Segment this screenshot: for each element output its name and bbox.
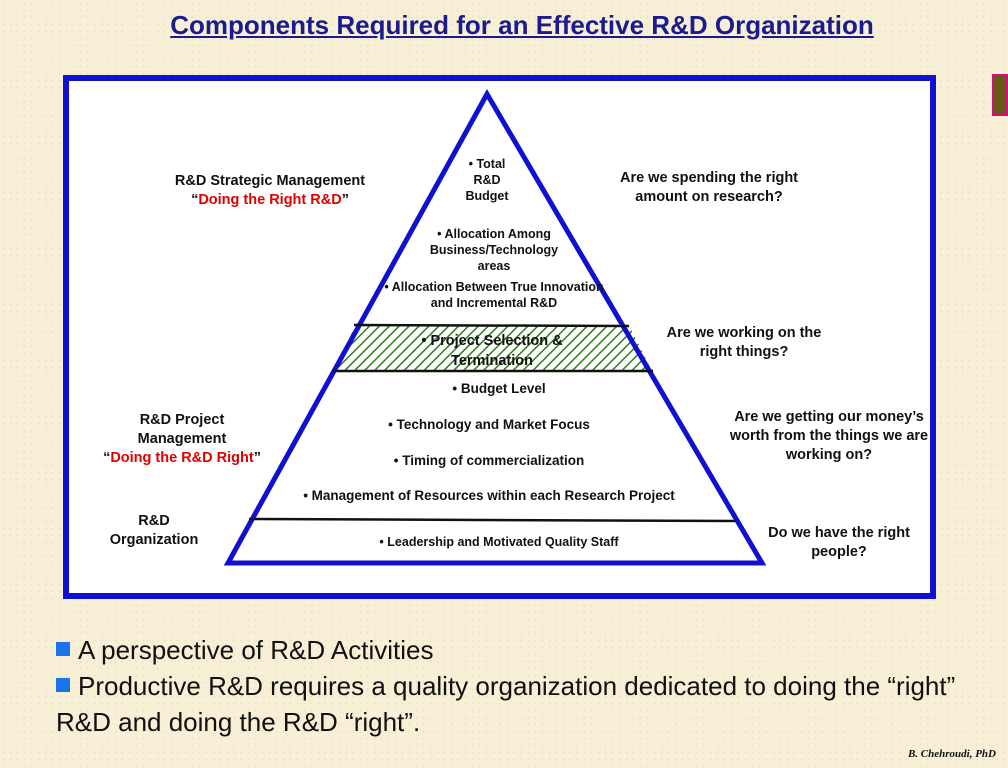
project-mgmt-label: R&D Project Management “Doing the R&D Ri…: [103, 412, 261, 466]
tier2-item-budget-level: • Budget Level: [452, 381, 546, 396]
side-tab: [992, 74, 1008, 116]
divider-1: [353, 323, 630, 328]
band-label: • Project Selection & Termination: [421, 333, 563, 369]
bullet-productive: Productive R&D requires a quality organi…: [56, 671, 956, 737]
question-right-things: Are we working on the right things?: [666, 325, 822, 360]
bullet-square-icon: [56, 678, 70, 692]
question-money-worth: Are we getting our money’s worth from th…: [729, 409, 929, 463]
tier2-item-resources: • Management of Resources within each Re…: [303, 488, 675, 503]
tier2-item-tech-market: • Technology and Market Focus: [388, 417, 590, 432]
strategic-mgmt-label: R&D Strategic Management “Doing the Righ…: [174, 173, 366, 208]
bullet-square-icon: [56, 642, 70, 656]
tier1-item-allocation-areas: • Allocation Among Business/Technology a…: [429, 227, 559, 273]
diagram-panel: R&D Strategic Management “Doing the Righ…: [63, 75, 936, 599]
pyramid-diagram: [223, 88, 767, 566]
bullet-perspective: A perspective of R&D Activities: [56, 632, 956, 668]
question-right-people: Do we have the right people?: [768, 525, 910, 560]
organization-label: R&D Organization: [109, 513, 199, 548]
question-spending: Are we spending the right amount on rese…: [619, 170, 799, 205]
tier1-item-allocation-innovation: • Allocation Between True Innovation and…: [384, 280, 604, 310]
slide-title: Components Required for an Effective R&D…: [170, 10, 874, 40]
tier1-item-budget: • Total R&D Budget: [465, 157, 509, 203]
tier2-item-timing: • Timing of commercialization: [393, 453, 585, 468]
base-item-leadership: • Leadership and Motivated Quality Staff: [379, 535, 619, 549]
divider-3: [248, 517, 737, 523]
selection-band: [336, 325, 652, 371]
pyramid-outline: [223, 88, 767, 566]
author-credit: B. Chehroudi, PhD: [907, 748, 996, 760]
